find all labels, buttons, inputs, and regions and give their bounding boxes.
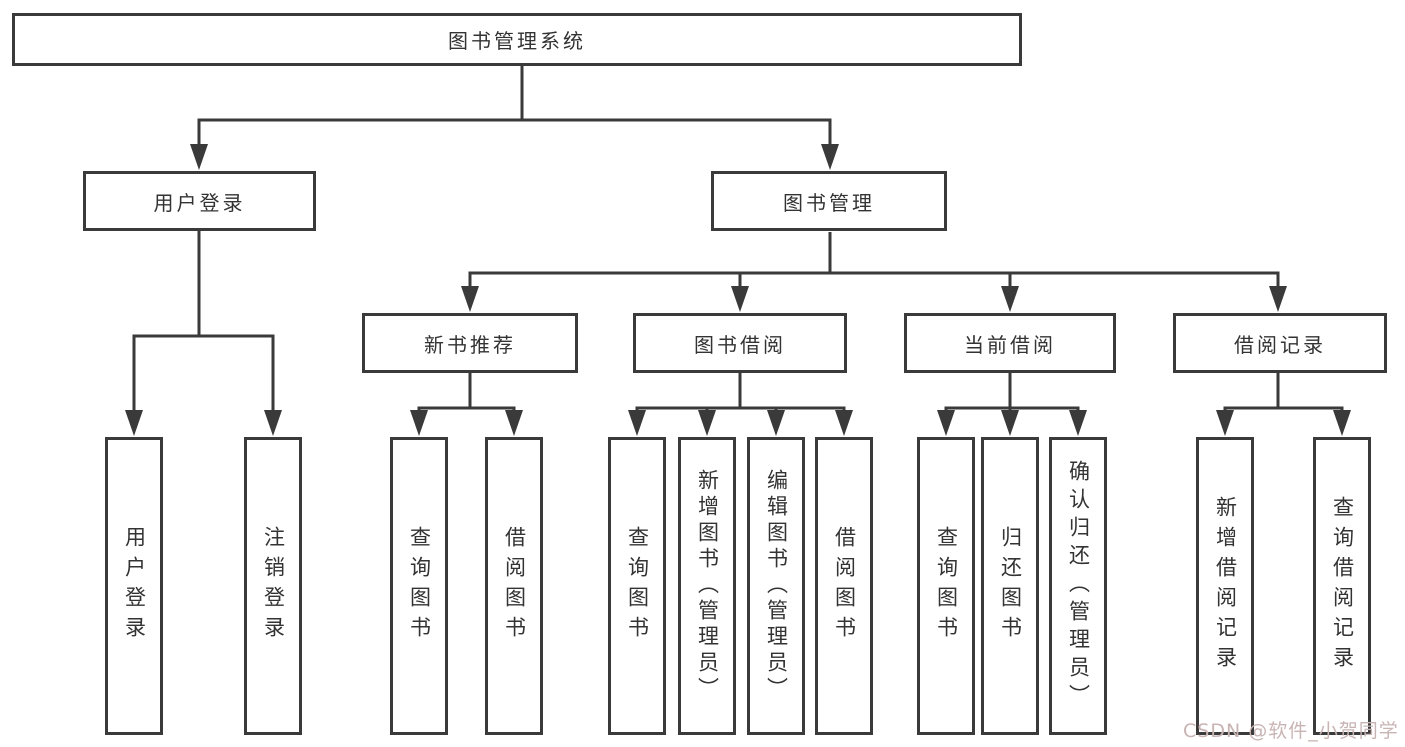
leaf-add-book-admin-label: 新增图书（管理员） xyxy=(695,469,720,703)
node-borrow-records: 借阅记录 xyxy=(1173,313,1387,373)
leaf-query-books-recommend-label: 查询图书 xyxy=(407,526,432,646)
node-new-book-recommend: 新书推荐 xyxy=(362,313,578,373)
leaf-return-books-label: 归还图书 xyxy=(998,526,1023,646)
leaf-edit-book-admin-label: 编辑图书（管理员） xyxy=(764,469,789,703)
leaf-query-borrow-record-label: 查询借阅记录 xyxy=(1330,496,1355,676)
leaf-query-books-current: 查询图书 xyxy=(917,437,975,735)
leaf-borrow-books: 借阅图书 xyxy=(815,437,873,735)
csdn-watermark: CSDN @软件_小贺同学 xyxy=(1183,720,1399,742)
node-library-management-system: 图书管理系统 xyxy=(12,13,1022,66)
node-book-borrow: 图书借阅 xyxy=(633,313,847,373)
leaf-borrow-books-recommend-label: 借阅图书 xyxy=(502,526,527,646)
leaf-query-books-borrow-label: 查询图书 xyxy=(625,526,650,646)
leaf-add-borrow-record: 新增借阅记录 xyxy=(1196,437,1254,735)
leaf-logout-label: 注销登录 xyxy=(261,526,286,646)
leaf-borrow-books-label: 借阅图书 xyxy=(832,526,857,646)
leaf-query-books-borrow: 查询图书 xyxy=(608,437,666,735)
node-book-management: 图书管理 xyxy=(711,171,947,231)
leaf-add-book-admin: 新增图书（管理员） xyxy=(678,437,736,735)
leaf-query-borrow-record: 查询借阅记录 xyxy=(1313,437,1371,735)
leaf-confirm-return-admin-label: 确认归还（管理员） xyxy=(1066,460,1091,712)
leaf-edit-book-admin: 编辑图书（管理员） xyxy=(747,437,805,735)
node-user-login: 用户登录 xyxy=(83,171,316,231)
leaf-query-books-current-label: 查询图书 xyxy=(934,526,959,646)
leaf-user-login-label: 用户登录 xyxy=(122,526,147,646)
leaf-user-login: 用户登录 xyxy=(105,437,163,735)
node-current-borrow: 当前借阅 xyxy=(904,313,1116,373)
leaf-confirm-return-admin: 确认归还（管理员） xyxy=(1049,437,1107,735)
leaf-add-borrow-record-label: 新增借阅记录 xyxy=(1213,496,1238,676)
leaf-query-books-recommend: 查询图书 xyxy=(390,437,448,735)
leaf-borrow-books-recommend: 借阅图书 xyxy=(485,437,543,735)
leaf-logout: 注销登录 xyxy=(244,437,302,735)
leaf-return-books: 归还图书 xyxy=(981,437,1039,735)
